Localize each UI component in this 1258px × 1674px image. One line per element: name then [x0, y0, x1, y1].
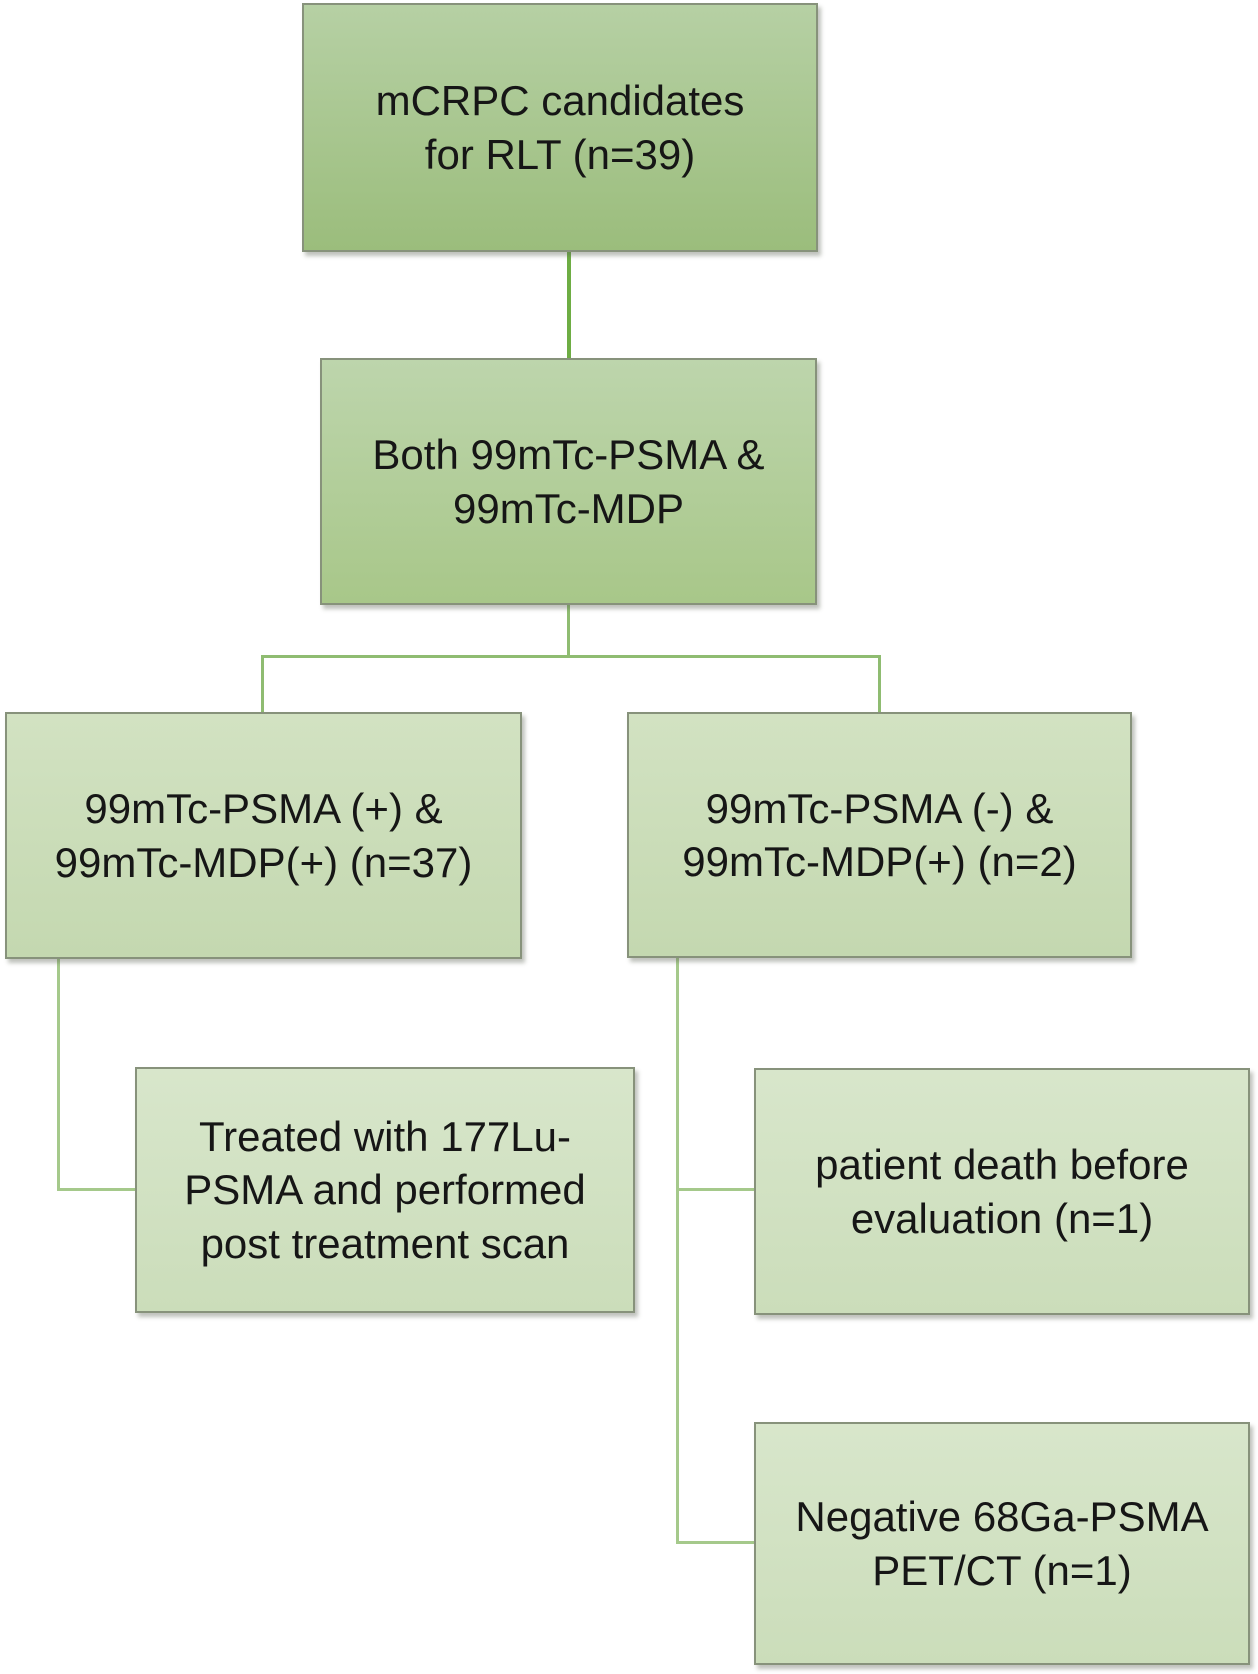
node-text-line: PET/CT (n=1) — [872, 1546, 1132, 1594]
node-both-scans: Both 99mTc-PSMA & 99mTc-MDP — [320, 358, 817, 605]
connector-to-treated — [57, 1188, 135, 1191]
connector-drop-to-psma-pos — [261, 655, 264, 712]
node-text-line: PSMA and performed — [184, 1166, 586, 1214]
node-negative-petct: Negative 68Ga-PSMA PET/CT (n=1) — [754, 1422, 1250, 1665]
node-psma-negative: 99mTc-PSMA (-) & 99mTc-MDP(+) (n=2) — [627, 712, 1132, 958]
node-text-line: post treatment scan — [200, 1219, 570, 1267]
node-text-line: 99mTc-PSMA (+) & — [84, 785, 443, 833]
node-text-line: Negative 68Ga-PSMA — [795, 1493, 1209, 1541]
connector-to-negative — [676, 1541, 754, 1544]
node-text-line: 99mTc-PSMA (-) & — [705, 784, 1054, 832]
node-patient-death-text: patient death before evaluation (n=1) — [756, 1138, 1248, 1245]
node-both-scans-text: Both 99mTc-PSMA & 99mTc-MDP — [322, 428, 815, 535]
node-text-line: 99mTc-MDP — [452, 484, 685, 532]
node-text-line: 99mTc-MDP(+) (n=2) — [682, 838, 1077, 885]
node-mcrpc-candidates-text: mCRPC candidates for RLT (n=39) — [304, 74, 816, 181]
connector-psma-neg-down — [676, 958, 679, 1544]
node-treated-177lu-text: Treated with 177Lu- PSMA and performed p… — [137, 1110, 633, 1270]
connector-drop-to-psma-neg — [878, 655, 881, 712]
node-psma-positive: 99mTc-PSMA (+) & 99mTc-MDP(+) (n=37) — [5, 712, 522, 959]
connector-to-death — [676, 1188, 754, 1191]
node-psma-negative-text: 99mTc-PSMA (-) & 99mTc-MDP(+) (n=2) — [629, 782, 1130, 889]
node-patient-death: patient death before evaluation (n=1) — [754, 1068, 1250, 1315]
node-negative-petct-text: Negative 68Ga-PSMA PET/CT (n=1) — [756, 1490, 1248, 1597]
node-text-line: 99mTc-MDP(+) (n=37) — [54, 838, 473, 886]
node-text-line: Both 99mTc-PSMA & — [372, 431, 765, 479]
node-text-line: evaluation (n=1) — [850, 1194, 1154, 1242]
node-text-line: mCRPC candidates — [375, 77, 745, 125]
node-text-line: for RLT (n=39) — [424, 130, 696, 178]
node-text-line: Treated with 177Lu- — [199, 1113, 571, 1160]
node-mcrpc-candidates: mCRPC candidates for RLT (n=39) — [302, 3, 818, 252]
node-text-line: patient death before — [815, 1141, 1189, 1189]
connector-both-split-horizontal — [261, 655, 881, 658]
node-treated-177lu: Treated with 177Lu- PSMA and performed p… — [135, 1067, 635, 1313]
node-psma-positive-text: 99mTc-PSMA (+) & 99mTc-MDP(+) (n=37) — [7, 782, 520, 889]
connector-mcrpc-to-both — [567, 252, 571, 358]
connector-psma-pos-down — [57, 959, 60, 1191]
connector-both-split-stem — [567, 605, 570, 658]
